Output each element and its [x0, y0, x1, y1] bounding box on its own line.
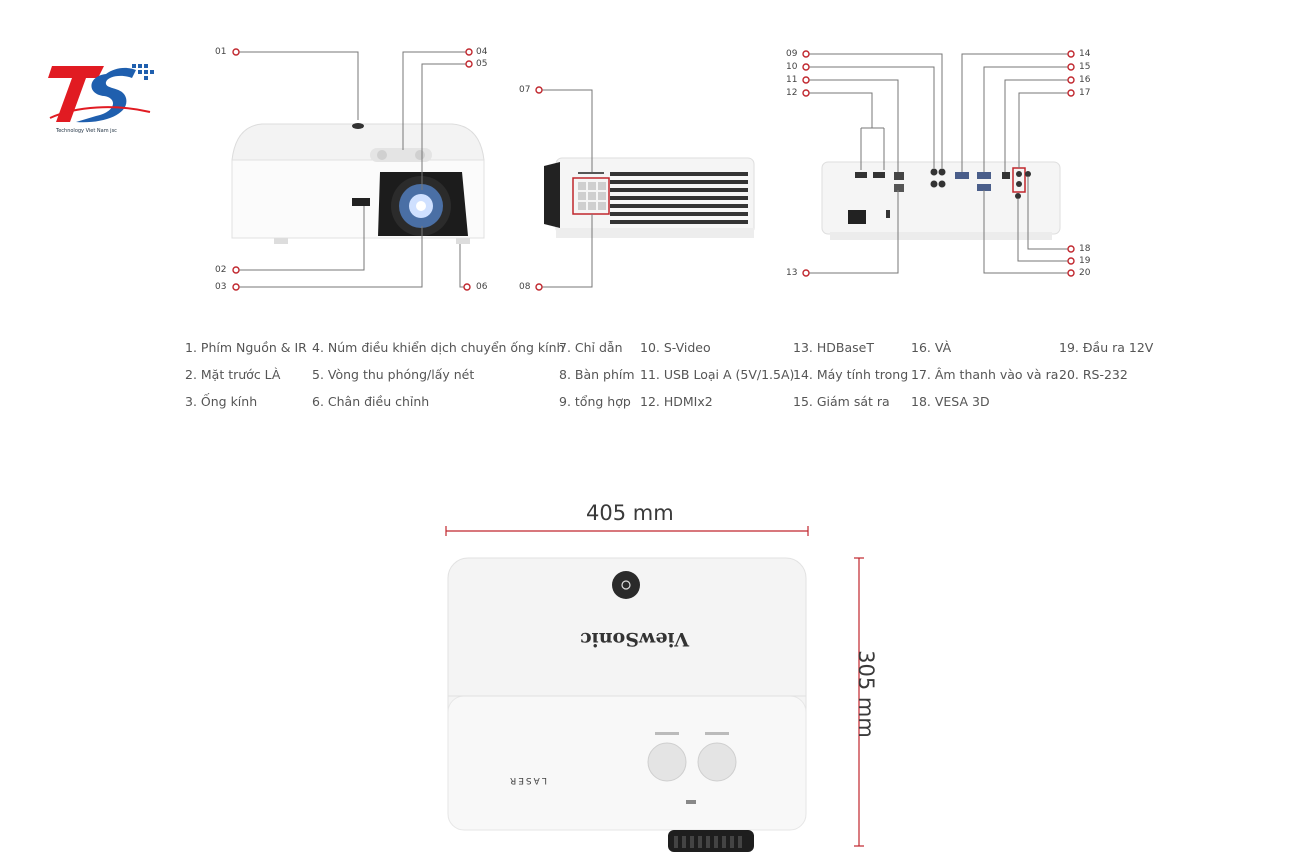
callout-12: 12: [786, 88, 798, 98]
brand-logo-text: ViewSonic: [580, 628, 690, 650]
callout-13: 13: [786, 268, 798, 278]
width-dimension-line: [445, 526, 809, 536]
legend-item-17: 17. Âm thanh vào và ra: [911, 367, 1059, 382]
callout-05: 05: [476, 59, 488, 69]
company-logo: Technology Viet Nam jsc: [46, 60, 156, 140]
legend-item-6: 6. Chân điều chỉnh: [312, 394, 430, 409]
callout-17: 17: [1079, 88, 1091, 98]
callout-03: 03: [215, 282, 227, 292]
callout-19: 19: [1079, 256, 1091, 266]
legend-item-10: 10. S-Video: [640, 340, 711, 355]
legend-item-9: 9. tổng hợp: [559, 394, 631, 409]
width-dimension-label: 405 mm: [586, 501, 674, 525]
legend-item-14: 14. Máy tính trong: [793, 367, 909, 382]
callout-04: 04: [476, 47, 488, 57]
legend-item-7: 7. Chỉ dẫn: [559, 340, 623, 355]
legend-item-16: 16. VÀ: [911, 340, 952, 355]
legend-item-15: 15. Giám sát ra: [793, 394, 890, 409]
callout-06: 06: [476, 282, 488, 292]
callout-07: 07: [519, 85, 531, 95]
legend-item-8: 8. Bàn phím: [559, 367, 635, 382]
legend-item-3: 3. Ống kính: [185, 394, 258, 409]
logo-tagline: Technology Viet Nam jsc: [56, 128, 117, 134]
projector-front-view: [231, 123, 485, 244]
legend-item-1: 1. Phím Nguồn & IR: [185, 340, 307, 355]
callout-10: 10: [786, 62, 798, 72]
legend-item-20: 20. RS-232: [1059, 367, 1128, 382]
legend-item-12: 12. HDMIx2: [640, 394, 713, 409]
callout-18: 18: [1079, 244, 1091, 254]
depth-dimension-line: [854, 557, 864, 847]
depth-dimension-label: 305 mm: [853, 650, 878, 738]
callout-20: 20: [1079, 268, 1091, 278]
legend-item-11: 11. USB Loại A (5V/1.5A): [640, 367, 795, 382]
projector-side-view: [544, 157, 755, 238]
component-diagram: [231, 48, 1075, 291]
callout-08: 08: [519, 282, 531, 292]
callout-15: 15: [1079, 62, 1091, 72]
callout-02: 02: [215, 265, 227, 275]
callout-16: 16: [1079, 75, 1091, 85]
projector-top-view: [445, 526, 864, 852]
laser-mark-text: LASER: [508, 775, 548, 785]
legend-item-5: 5. Vòng thu phóng/lấy nét: [312, 367, 475, 382]
callout-11: 11: [786, 75, 798, 85]
projector-rear-view: [821, 161, 1061, 240]
legend-item-13: 13. HDBaseT: [793, 340, 874, 355]
callout-09: 09: [786, 49, 798, 59]
callout-01: 01: [215, 47, 227, 57]
legend-item-19: 19. Đầu ra 12V: [1059, 340, 1154, 355]
legend-item-18: 18. VESA 3D: [911, 394, 990, 409]
legend-item-2: 2. Mặt trước LÀ: [185, 367, 281, 382]
callout-14: 14: [1079, 49, 1091, 59]
legend-item-4: 4. Núm điều khiển dịch chuyển ống kính: [312, 340, 565, 355]
logo-mark-icon: [48, 64, 154, 123]
